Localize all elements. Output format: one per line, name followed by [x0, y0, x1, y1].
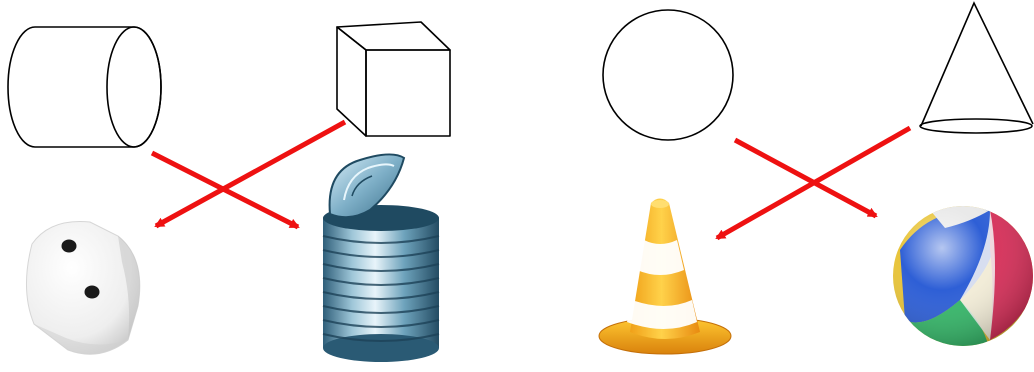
die-pip — [84, 285, 100, 299]
arrow-circle-to-beach-ball — [733, 137, 878, 219]
circle-outline — [602, 9, 734, 141]
tin-can-lid — [328, 153, 406, 219]
cone-outline — [919, 1, 1034, 134]
die-image — [26, 220, 141, 355]
matching-arrows — [150, 119, 912, 241]
beach-ball-image — [893, 206, 1033, 346]
cube-outline — [336, 21, 451, 137]
tin-can-image — [322, 153, 440, 362]
arrow-cone-to-traffic-cone — [715, 125, 912, 241]
die-pip — [61, 239, 77, 253]
cylinder-outline — [7, 26, 162, 148]
arrow-cube-to-die — [154, 119, 347, 229]
traffic-cone-image — [598, 198, 732, 355]
